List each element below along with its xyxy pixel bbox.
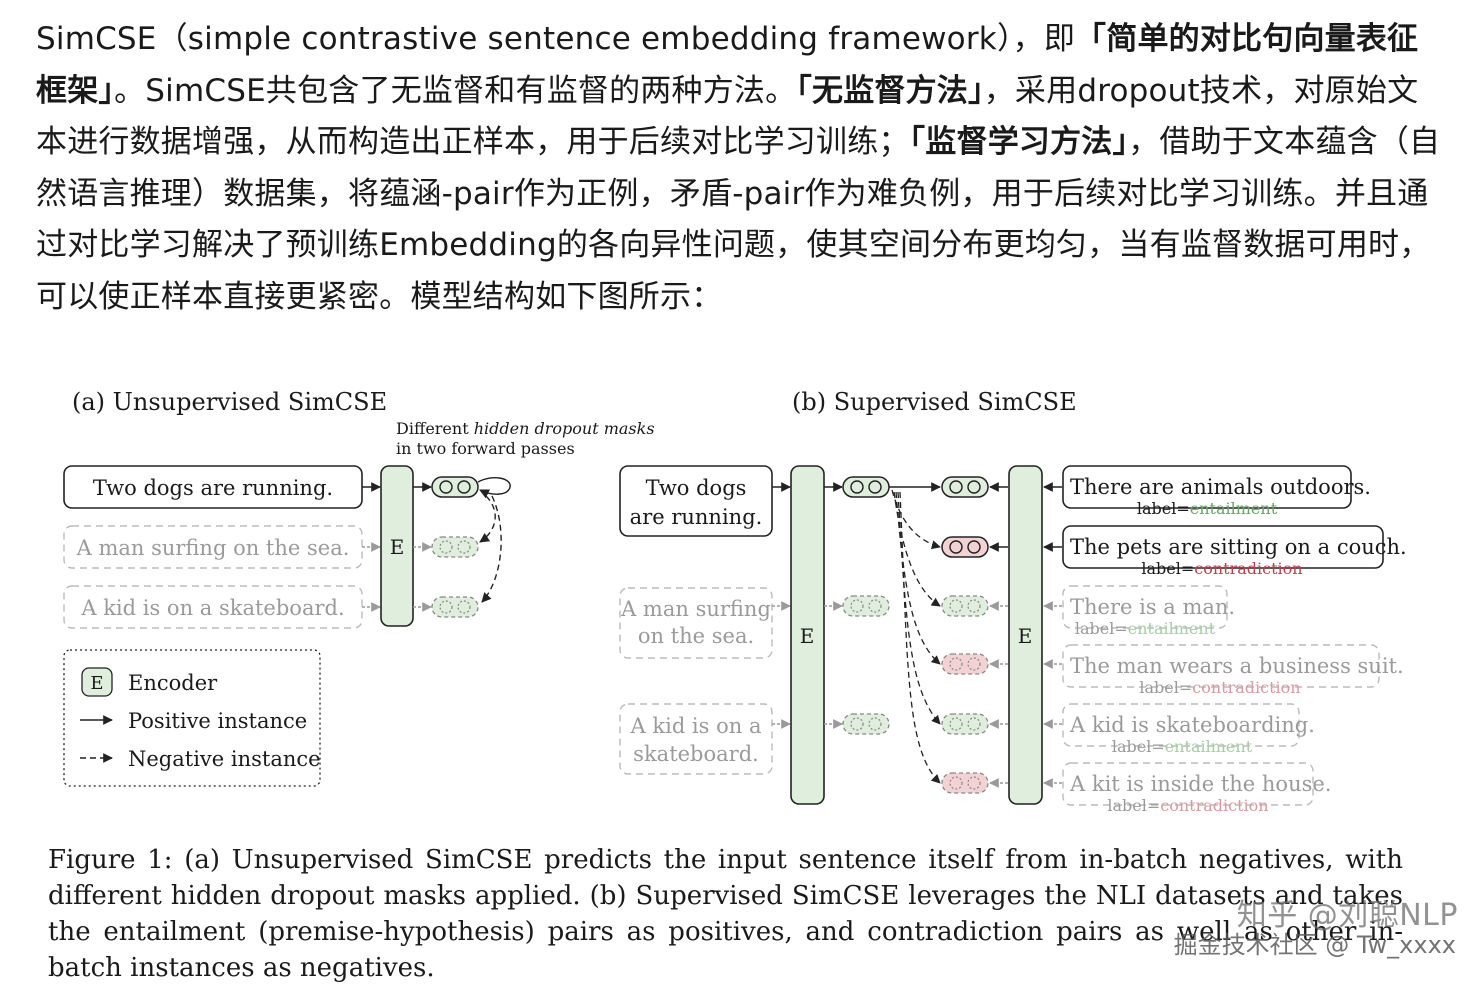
hypothesis-box-1: [1062, 465, 1352, 509]
svg-text:E: E: [1018, 624, 1033, 648]
premise-box-2: [619, 587, 773, 659]
sup-negative-arrow-4: [897, 491, 941, 725]
panel-b-title: (b) Supervised SimCSE: [792, 388, 1077, 416]
intro-segment: 。SimCSE共包含了无监督和有监督的两种方法。: [114, 72, 797, 109]
panel-a-title: (a) Unsupervised SimCSE: [72, 388, 387, 416]
svg-text:E: E: [800, 624, 815, 648]
hypothesis-box-5: [1062, 703, 1300, 747]
hypothesis-2: The pets are sitting on a couch.: [1070, 535, 1407, 559]
hypothesis-box-3: [1062, 585, 1228, 629]
dropout-note: Different hidden dropout masks: [396, 419, 655, 438]
unsup-positive-loop: [477, 476, 511, 499]
unsup-sentence-box-3: [63, 585, 363, 629]
legend-negative: Negative instance: [128, 747, 321, 771]
sup-negative-arrow-3: [895, 491, 941, 665]
hypothesis-3: There is a man.: [1070, 595, 1235, 619]
hypothesis-box-2: [1062, 525, 1384, 569]
unsup-negative-arrow-2: [481, 495, 502, 603]
premise-embedding-3: [842, 713, 890, 735]
sup-negative-arrow-2: [893, 491, 941, 607]
hypothesis-label-6: label=contradiction: [1107, 796, 1268, 815]
hypothesis-box-6: [1062, 762, 1314, 806]
unsup-sentence-box-2: [63, 525, 363, 569]
intro-segment: 「简单的对比句向量表征框架」: [36, 21, 1419, 109]
hypothesis-label-1: label=entailment: [1137, 499, 1278, 518]
sup-negative-arrow-5: [899, 491, 941, 784]
hypothesis-embedding-1: [941, 476, 989, 498]
svg-text:E: E: [90, 673, 103, 694]
sup-negative-arrow-1: [891, 489, 941, 550]
hypothesis-embedding-5: [941, 713, 989, 735]
legend-positive: Positive instance: [128, 709, 307, 733]
hypothesis-label-5: label=entailment: [1112, 737, 1253, 756]
intro-paragraph: SimCSE（simple contrastive sentence embed…: [36, 14, 1446, 323]
unsup-sentence-2: A man surfing on the sea.: [76, 536, 350, 560]
svg-text:A kid is on a: A kid is on a: [630, 714, 762, 738]
svg-text:Two dogs: Two dogs: [646, 476, 747, 500]
hypothesis-embedding-3: [941, 595, 989, 617]
unsup-sentence-1: Two dogs are running.: [93, 476, 333, 500]
unsup-encoder: [380, 465, 414, 627]
hypothesis-label-3: label=entailment: [1075, 619, 1216, 638]
intro-segment: ，采用dropout技术，对原始文本进行数据增强，从而构造出正样本，用于后续对比…: [36, 72, 1419, 161]
legend-box: [63, 649, 321, 787]
watermark-juejin: 掘金技术社区 @ Tw_xxxx: [1173, 931, 1456, 959]
hypothesis-box-4: [1062, 644, 1380, 688]
hypothesis-1: There are animals outdoors.: [1070, 475, 1371, 499]
intro-segment: ，借助于文本蕴含（自然语言推理）数据集，将蕴涵-pair作为正例，矛盾-pair…: [36, 124, 1441, 315]
sup-encoder-hypothesis: [1008, 465, 1043, 805]
unsup-negative-arrow-1: [479, 495, 496, 543]
svg-text:skateboard.: skateboard.: [633, 742, 759, 766]
unsup-embedding-2: [431, 536, 479, 558]
hypothesis-label-2: label=contradiction: [1141, 559, 1302, 578]
hypothesis-embedding-6: [941, 772, 989, 794]
unsup-sentence-3: A kid is on a skateboard.: [80, 596, 344, 620]
hypothesis-embedding-2: [941, 536, 989, 558]
intro-segment: SimCSE（simple contrastive sentence embed…: [36, 21, 1076, 57]
legend-encoder: Encoder: [128, 671, 218, 695]
hypothesis-6: A kit is inside the house.: [1069, 772, 1332, 796]
premise-embedding-1: [842, 476, 890, 498]
intro-segment: 「无监督方法」: [796, 72, 984, 109]
unsup-embedding-3: [431, 596, 479, 618]
premise-box-3: [619, 703, 773, 775]
svg-text:A man surfing: A man surfing: [620, 597, 771, 621]
hypothesis-embedding-4: [941, 653, 989, 675]
dropout-note-line2: in two forward passes: [396, 439, 575, 458]
hypothesis-5: A kid is skateboarding.: [1069, 713, 1315, 737]
intro-segment: 「监督学习方法」: [909, 124, 1129, 160]
premise-embedding-2: [842, 595, 890, 617]
figure-caption: Figure 1: (a) Unsupervised SimCSE predic…: [48, 845, 1403, 983]
hypothesis-label-4: label=contradiction: [1139, 678, 1300, 697]
unsup-encoder-label: E: [390, 535, 405, 559]
svg-text:on the sea.: on the sea.: [638, 624, 754, 648]
premise-box-1: [619, 465, 773, 537]
svg-text:are running.: are running.: [630, 505, 763, 529]
simcse-figure: (a) Unsupervised SimCSE Different hidden…: [63, 388, 1407, 815]
watermark-zhihu: 知乎 @刘聪NLP: [1236, 898, 1458, 933]
legend-encoder-symbol: [81, 667, 113, 697]
unsup-embedding-1: [431, 476, 479, 498]
sup-encoder-premise: [790, 465, 825, 805]
hypothesis-4: The man wears a business suit.: [1070, 654, 1404, 678]
